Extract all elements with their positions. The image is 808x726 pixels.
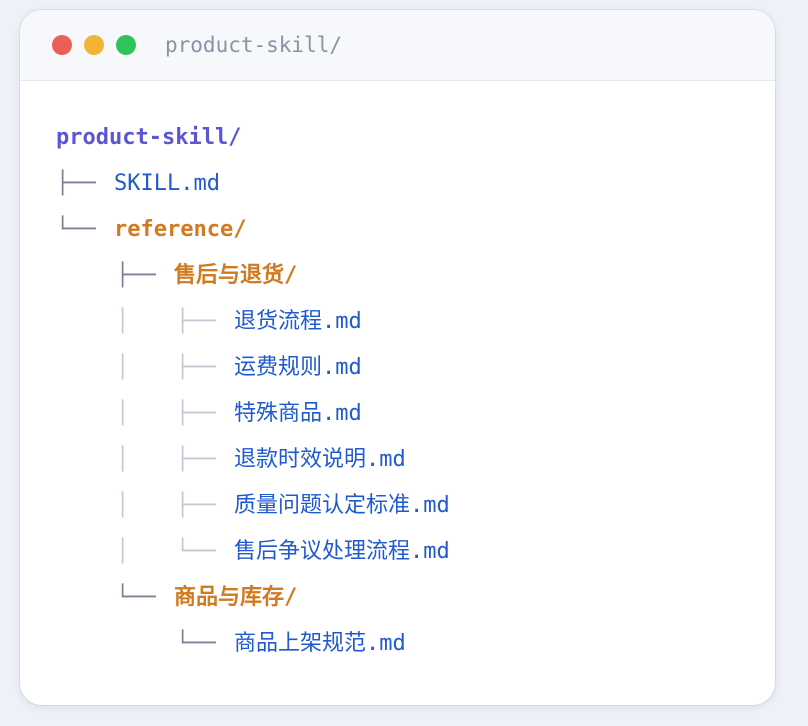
window-titlebar: product-skill/: [20, 10, 775, 81]
folder-label: reference/: [114, 217, 247, 242]
file-label: 退货流程.md: [234, 309, 362, 334]
tree-guide: │: [116, 309, 130, 334]
tree-guide: │: [116, 493, 130, 518]
tree-guide: │: [116, 539, 130, 564]
tree-guide: │: [116, 355, 130, 380]
tree-branch: └──: [56, 217, 96, 242]
tree-guide: │: [116, 447, 130, 472]
tree-guide: │: [116, 401, 130, 426]
file-label: 售后争议处理流程.md: [234, 539, 450, 564]
tree-branch: └──: [176, 631, 216, 656]
tree-branch: ├──: [176, 355, 216, 380]
directory-tree: product-skill/ ├── SKILL.md └── referenc…: [20, 10, 775, 705]
file-label: 特殊商品.md: [234, 401, 362, 426]
root-folder-label: product-skill/: [56, 125, 242, 150]
file-tree-window: product-skill/ product-skill/ ├── SKILL.…: [20, 10, 775, 705]
maximize-window-button[interactable]: [116, 35, 136, 55]
file-label: 质量问题认定标准.md: [234, 493, 450, 518]
folder-label: 售后与退货/: [174, 263, 298, 288]
tree-branch: ├──: [56, 171, 96, 196]
minimize-window-button[interactable]: [84, 35, 104, 55]
folder-label: 商品与库存/: [174, 585, 298, 610]
tree-branch: └──: [176, 539, 216, 564]
file-label: SKILL.md: [114, 171, 220, 196]
close-window-button[interactable]: [52, 35, 72, 55]
tree-branch: └──: [116, 585, 156, 610]
window-title: product-skill/: [165, 33, 343, 57]
tree-branch: ├──: [176, 401, 216, 426]
file-label: 运费规则.md: [234, 355, 362, 380]
tree-branch: ├──: [176, 447, 216, 472]
tree-branch: ├──: [116, 263, 156, 288]
tree-branch: ├──: [176, 309, 216, 334]
tree-branch: ├──: [176, 493, 216, 518]
file-label: 商品上架规范.md: [234, 631, 406, 656]
file-label: 退款时效说明.md: [234, 447, 406, 472]
